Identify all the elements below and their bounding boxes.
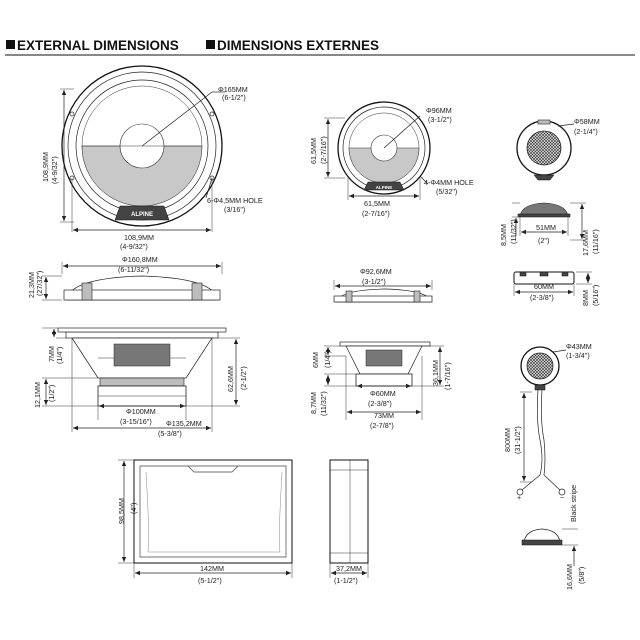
- midrange-hole-label: 4-Φ4MM HOLE: [424, 178, 474, 187]
- woofer-flange-inch: (1/4"): [55, 347, 64, 364]
- header: EXTERNAL DIMENSIONS DIMENSIONS EXTERNES: [5, 38, 635, 56]
- crossover-view: 98,5MM (4") 142MM (5-1/2") 37,2MM (1-1/2…: [117, 459, 369, 585]
- crossover-depth-inch: (1-1/2"): [334, 576, 358, 585]
- woofer-grille-side: Φ160,8MM (6-11/32") 21,3MM (27/32"): [27, 255, 223, 301]
- tweeter-base-height-inch: (5/16"): [591, 285, 600, 306]
- woofer-depth-inch: (2-1/2"): [239, 366, 248, 390]
- woofer-logo: ALPINE: [131, 212, 153, 218]
- woofer-cutout-inch: (5-3/8"): [158, 429, 182, 438]
- midrange-width-label: 61,5MM: [364, 199, 390, 208]
- crossover-height-label: 98,5MM: [117, 498, 126, 524]
- woofer-cutout-label: Φ135,2MM: [166, 419, 202, 428]
- crossover-width-inch: (5-1/2"): [198, 576, 222, 585]
- crossover-height-inch: (4"): [129, 503, 138, 514]
- tweeter-minus-label: −: [560, 493, 564, 502]
- midrange-diameter-inch: (3-1/2"): [428, 115, 452, 124]
- midrange-side-profile: 6MM (1/4") 8,7MM (11/32") 36,1MM (1-7/16…: [309, 341, 452, 430]
- woofer-side-profile: 7MM (1/4") 12,1MM (1/2") 62,6MM (2-1/2")…: [33, 327, 248, 438]
- tweeter-surface-height-b-inch: (11/16"): [591, 229, 600, 254]
- woofer-mount-diameter-label: Φ160,8MM: [122, 255, 158, 264]
- midrange-height-label: 61,5MM: [309, 138, 318, 164]
- tweeter-base-width-inch: (2-3/8"): [530, 293, 554, 302]
- heading-english: EXTERNAL DIMENSIONS: [17, 38, 179, 53]
- heading-square-icon: [206, 40, 215, 49]
- midrange-height-inch: (2-7/16"): [319, 136, 328, 164]
- tweeter-surface-width-label: 51MM: [536, 223, 556, 232]
- woofer-magnet-label: Φ100MM: [126, 407, 156, 416]
- midrange-magnet-label: Φ60MM: [370, 389, 396, 398]
- woofer-hole-label: 6-Φ4,5MM HOLE: [207, 196, 263, 205]
- tweeter-surface-width-inch: (2"): [538, 236, 549, 245]
- tweeter-stripe-label: Black stripe: [569, 485, 578, 522]
- crossover-depth-label: 37,2MM: [336, 564, 362, 573]
- tweeter-base-width-label: 60MM: [534, 282, 554, 291]
- tweeter-surface-height-b-label: 17,6MM: [581, 230, 590, 256]
- tweeter-surface-height-a-inch: (11/32"): [509, 219, 518, 244]
- heading-french: DIMENSIONS EXTERNES: [217, 38, 379, 53]
- midrange-flange-label: 6MM: [311, 352, 320, 368]
- midrange-front-view: ALPINE Φ96MM (3-1/2") 4-Φ4MM HOLE (5/32"…: [309, 101, 474, 218]
- woofer-diameter-label: Φ165MM: [218, 85, 248, 94]
- midrange-grille-side: Φ92,6MM (3-1/2"): [333, 267, 433, 303]
- midrange-magnet-inch: (2-3/8"): [368, 399, 392, 408]
- tweeter-cable-label: 800MM: [503, 428, 512, 452]
- heading-square-icon: [6, 40, 15, 49]
- midrange-hole-inch: (5/32"): [436, 187, 457, 196]
- woofer-grille-height-inch: (27/32"): [35, 271, 44, 296]
- midrange-flange-inch: (1/4"): [323, 351, 332, 368]
- tweeter-surface-diameter-inch: (2-1/4"): [574, 127, 598, 136]
- tweeter-base-height-label: 8MM: [581, 290, 590, 306]
- woofer-hole-inch: (3/16"): [224, 205, 245, 214]
- midrange-cutout-inch: (2-7/8"): [370, 421, 394, 430]
- tweeter-plus-label: +: [517, 493, 521, 502]
- midrange-basket-inch: (11/32"): [319, 391, 328, 416]
- woofer-basket-label: 12,1MM: [33, 382, 42, 408]
- tweeter-surface-view: Φ58MM (2-1/4") 8,5MM (11/32") 51MM (2") …: [499, 117, 600, 306]
- midrange-cutout-label: 73MM: [374, 411, 394, 420]
- tweeter-flush-height-inch: (5/8"): [577, 567, 586, 584]
- midrange-width-inch: (2-7/16"): [362, 209, 390, 218]
- midrange-mount-diameter-label: Φ92,6MM: [360, 267, 392, 276]
- woofer-height-inch: (4-9/32"): [50, 156, 59, 184]
- tweeter-cable-inch: (31-1/2"): [513, 426, 522, 454]
- tweeter-surface-height-a-label: 8,5MM: [499, 224, 508, 246]
- tweeter-flush-diameter-inch: (1-3/4"): [566, 351, 590, 360]
- woofer-diameter-inch: (6-1/2"): [222, 93, 246, 102]
- woofer-height-label: 108,9MM: [41, 152, 50, 182]
- midrange-diameter-label: Φ96MM: [426, 106, 452, 115]
- tweeter-flush-view: Φ43MM (1-3/4") + − 800MM (31-1/2") Black…: [503, 342, 592, 590]
- woofer-basket-inch: (1/2"): [47, 385, 56, 402]
- tweeter-surface-diameter-label: Φ58MM: [574, 117, 600, 126]
- crossover-width-label: 142MM: [200, 564, 224, 573]
- midrange-depth-inch: (1-7/16"): [443, 362, 452, 390]
- midrange-mount-diameter-inch: (3-1/2"): [362, 277, 386, 286]
- woofer-flange-label: 7MM: [47, 346, 56, 362]
- midrange-basket-label: 8,7MM: [309, 392, 318, 414]
- woofer-width-label: 108,9MM: [124, 233, 154, 242]
- tweeter-flush-diameter-label: Φ43MM: [566, 342, 592, 351]
- woofer-front-view: ALPINE Φ165MM (6-1/2") 6-Φ4,5MM HOLE (3/…: [41, 65, 263, 251]
- midrange-logo: ALPINE: [376, 185, 393, 190]
- woofer-magnet-inch: (3-15/16"): [120, 417, 152, 426]
- woofer-mount-diameter-inch: (6-11/32"): [118, 265, 149, 274]
- tweeter-flush-height-label: 16,6MM: [565, 564, 574, 590]
- midrange-depth-label: 36,1MM: [431, 360, 440, 386]
- woofer-depth-label: 62,6MM: [226, 366, 235, 392]
- woofer-width-inch: (4-9/32"): [120, 242, 148, 251]
- woofer-grille-height-label: 21,3MM: [27, 272, 36, 298]
